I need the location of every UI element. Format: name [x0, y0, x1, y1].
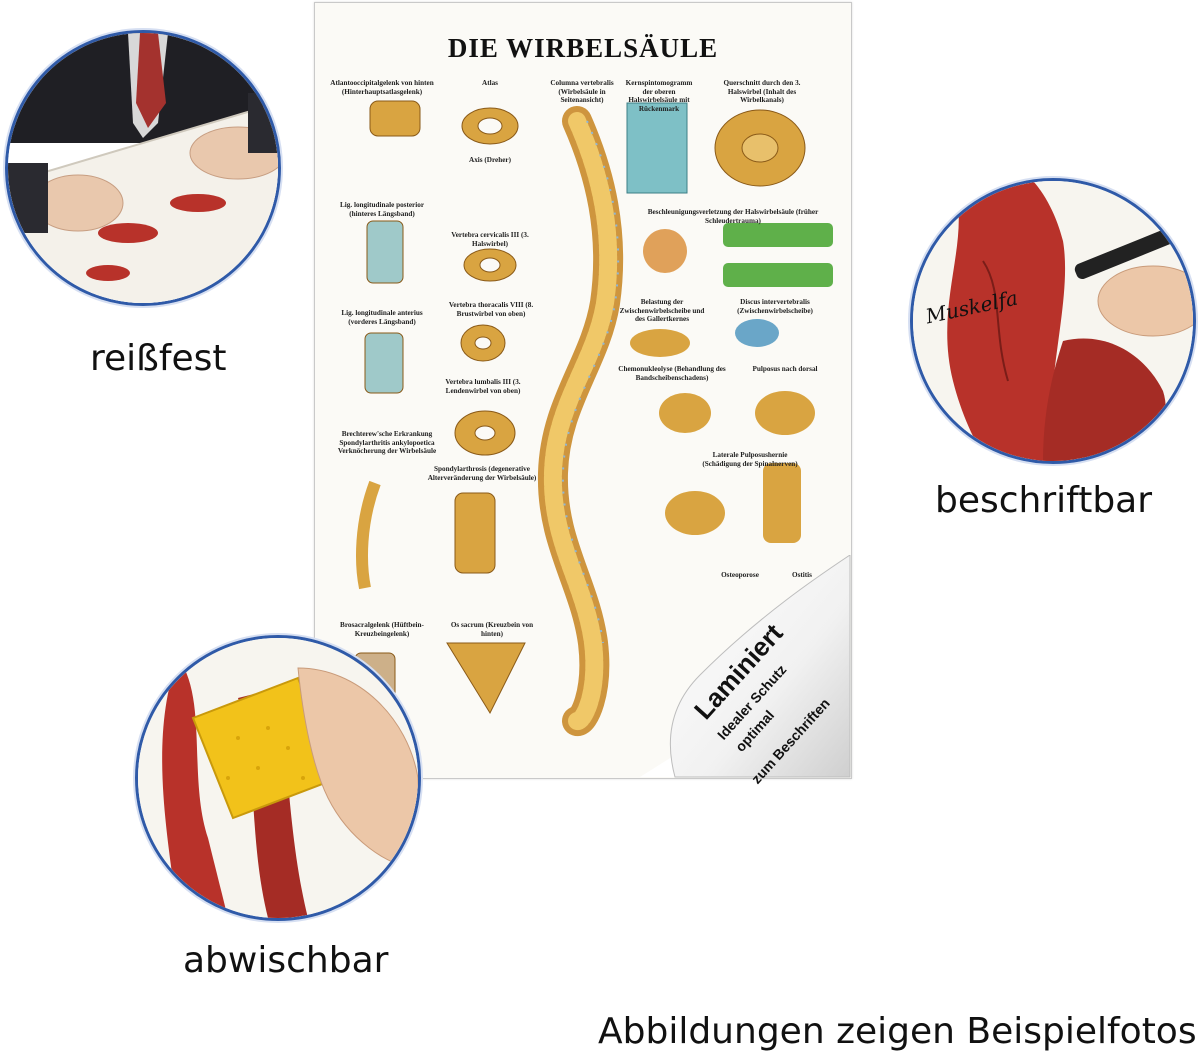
- poster-section-label: Brechterew'sche Erkrankung Spondylarthri…: [337, 430, 437, 455]
- poster-section-label: Vertebra thoracalis VIII (8. Brustwirbel…: [448, 301, 534, 318]
- laminated-corner-curl: [640, 555, 851, 778]
- poster-section-label: Atlantooccipitalgelenk von hinten (Hinte…: [330, 79, 434, 96]
- writable-photo: [910, 178, 1196, 464]
- poster-section-label: Lig. longitudinale anterius (vorderes Lä…: [341, 309, 423, 326]
- tear-resistant-photo: [5, 30, 281, 306]
- feature-tear-resistant: reißfest: [90, 338, 227, 379]
- poster-section-label: Laterale Pulposushernie (Schädigung der …: [702, 451, 798, 468]
- poster-section-label: Os sacrum (Kreuzbein von hinten): [450, 621, 534, 638]
- poster-section-label: Discus intervertebralis (Zwischenwirbels…: [737, 298, 813, 315]
- poster-section-label: Atlas: [482, 79, 498, 87]
- poster-title: DIE WIRBELSÄULE: [447, 33, 719, 63]
- poster-section-label: Beschleunigungsverletzung der Halswirbel…: [647, 208, 819, 225]
- wipeable-photo: [135, 635, 421, 921]
- poster-section-label: Columna vertebralis (Wirbelsäule in Seit…: [550, 79, 614, 104]
- spine-poster: DIE WIRBELSÄULE: [314, 2, 852, 779]
- feature-wipeable: abwischbar: [183, 940, 389, 981]
- poster-section-label: Querschnitt durch den 3. Halswirbel (Inh…: [723, 79, 801, 104]
- poster-section-label: Pulposus nach dorsal: [752, 365, 818, 373]
- poster-section-label: Kernspintomogramm der oberen Halswirbels…: [625, 79, 693, 113]
- poster-section-label: Ostitis: [792, 571, 812, 579]
- poster-section-label: Lig. longitudinale posterior (hinteres L…: [339, 201, 425, 218]
- spine-column-illustration: [537, 106, 624, 736]
- poster-section-label: Vertebra lumbalis III (3. Lendenwirbel v…: [445, 378, 521, 395]
- poster-section-label: Axis (Dreher): [469, 156, 511, 164]
- example-photos-note: Abbildungen zeigen Beispielfotos: [598, 1011, 1197, 1052]
- poster-section-label: Spondylarthrosis (degenerative Alterverä…: [427, 465, 537, 482]
- poster-section-label: Belastung der Zwischenwirbelscheibe und …: [619, 298, 705, 323]
- poster-section-label: Chemonukleolyse (Behandlung des Bandsche…: [618, 365, 726, 382]
- poster-section-label: Osteoporose: [721, 571, 759, 579]
- poster-section-label: Vertebra cervicalis III (3. Halswirbel): [451, 231, 529, 248]
- poster-illustrations: [354, 100, 833, 736]
- poster-section-label: Brosacralgelenk (Hüftbein- Kreuzbeingele…: [340, 621, 424, 638]
- feature-writable: beschriftbar: [935, 480, 1153, 521]
